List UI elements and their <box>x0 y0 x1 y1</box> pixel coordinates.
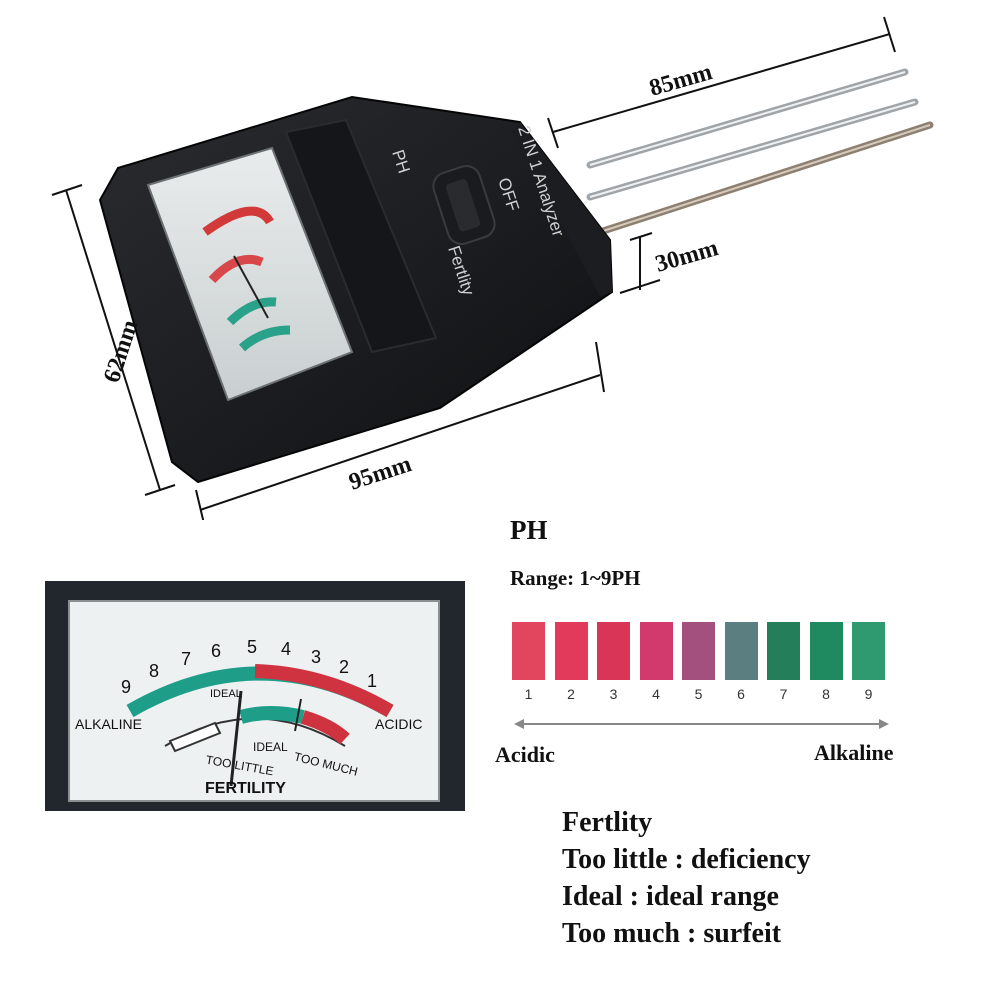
dimension-probe-spacing: 30mm <box>652 235 721 278</box>
ph-number-1: 1 <box>367 671 377 691</box>
alkaline-label: Alkaline <box>814 740 894 765</box>
ph-swatch-2 <box>554 622 588 680</box>
ph-swatch-number-9: 9 <box>864 686 873 702</box>
ph-number-6: 6 <box>211 641 221 661</box>
device-illustration: PH OFF Fertlity 2 IN 1 Analyzer 85mm 30m… <box>51 16 934 520</box>
meter-alkaline-label: ALKALINE <box>75 716 142 732</box>
ph-number-5: 5 <box>247 637 257 657</box>
ph-swatch-9 <box>852 622 885 680</box>
ph-number-8: 8 <box>149 661 159 681</box>
ph-swatch-1 <box>512 622 545 680</box>
meter-fertility-label: FERTILITY <box>205 780 286 797</box>
ph-swatch-5 <box>682 622 715 680</box>
meter-acidic-label: ACIDIC <box>375 716 422 732</box>
fertility-legend: Fertlity Too little : deficiency Ideal :… <box>562 804 811 952</box>
ph-swatch-number-4: 4 <box>652 686 660 702</box>
ph-swatch-6 <box>724 622 758 680</box>
ph-swatch-7 <box>767 622 800 680</box>
ph-swatch-number-5: 5 <box>694 686 703 702</box>
ph-swatch-number-7: 7 <box>779 686 788 702</box>
ph-number-7: 7 <box>181 649 191 669</box>
probes <box>586 68 934 236</box>
ph-swatch-number-6: 6 <box>737 686 745 702</box>
ph-color-scale <box>512 622 887 682</box>
ph-swatch-3 <box>597 622 630 680</box>
meter-ideal-label: IDEAL <box>210 688 242 700</box>
meter-ideal-lower-label: IDEAL <box>253 740 288 754</box>
dimension-lines <box>51 16 896 520</box>
fertility-legend-too-little: Too little : deficiency <box>562 844 811 875</box>
ph-title: PH <box>510 515 548 545</box>
fertility-legend-title: Fertlity <box>562 807 653 838</box>
ph-swatch-4 <box>639 622 673 680</box>
ph-number-4: 4 <box>281 639 291 659</box>
dimension-body-height: 62mm <box>99 317 144 386</box>
ph-number-9: 9 <box>121 677 131 697</box>
meter-closeup: 9 8 7 6 5 4 3 2 1 ALKALINE ACIDIC IDEAL … <box>45 581 465 811</box>
ph-number-2: 2 <box>339 657 349 677</box>
ph-swatch-number-2: 2 <box>567 686 575 702</box>
meter-body <box>98 95 614 484</box>
fertility-legend-too-much: Too much : surfeit <box>562 918 782 949</box>
ph-direction-arrow <box>514 719 889 729</box>
ph-range: Range: 1~9PH <box>510 566 641 590</box>
fertility-legend-ideal: Ideal : ideal range <box>562 881 779 912</box>
ph-swatch-number-1: 1 <box>524 686 533 702</box>
ph-swatch-8 <box>809 622 843 680</box>
acidic-label: Acidic <box>495 742 555 767</box>
ph-number-3: 3 <box>311 647 321 667</box>
ph-swatch-number-3: 3 <box>609 686 618 702</box>
ph-swatch-number-8: 8 <box>822 686 830 702</box>
